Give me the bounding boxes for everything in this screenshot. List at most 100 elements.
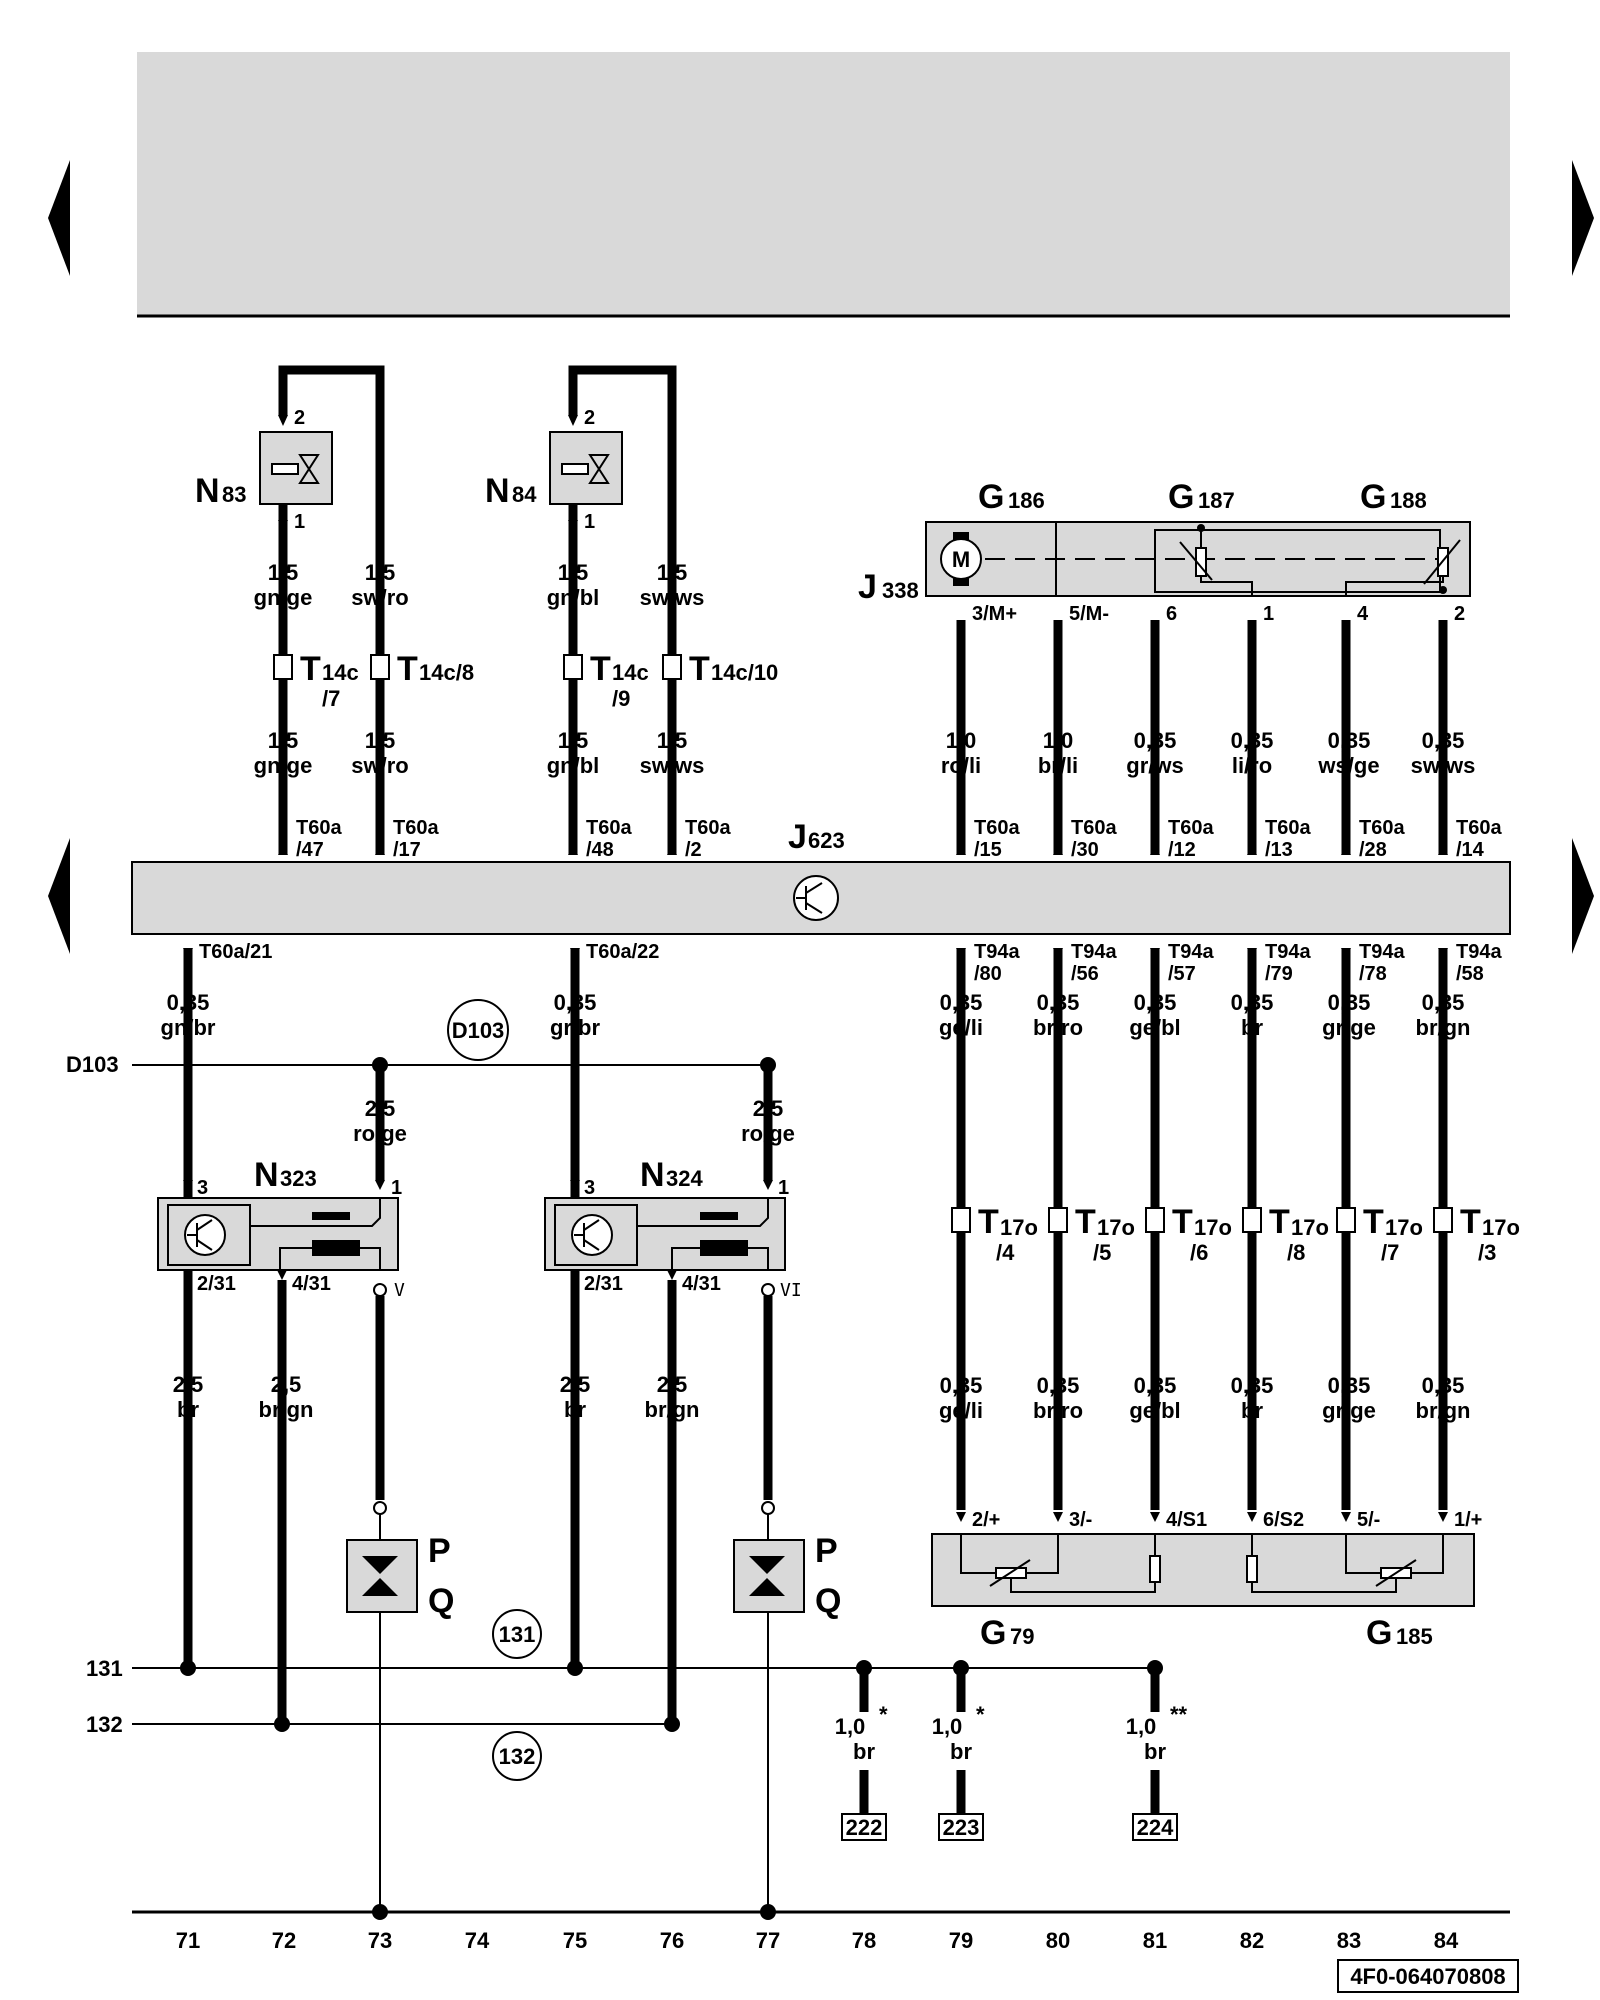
svg-text:1: 1: [391, 1177, 402, 1199]
wire-color: sw/ws: [1411, 753, 1476, 778]
ground-point-223[interactable]: [938, 1813, 984, 1841]
d103-rail: D103 D103 2,5 ro/ge 2,5 ro/ge: [66, 999, 795, 1180]
svg-text:ge/bl: ge/bl: [1129, 1015, 1180, 1040]
svg-text:/47: /47: [296, 839, 324, 861]
wire-size: 0,35: [167, 990, 210, 1015]
svg-text:76: 76: [660, 1928, 684, 1953]
svg-text:T60a: T60a: [296, 817, 342, 839]
svg-text:1,0: 1,0: [835, 1714, 866, 1739]
transistor-icon: [793, 875, 839, 921]
svg-text:73: 73: [368, 1928, 392, 1953]
right-top-wire-labels: 1,0 ro/li 1,0 br/li 0,35 gr/ws 0,35 li/r…: [941, 728, 1476, 778]
svg-text:br: br: [1144, 1739, 1166, 1764]
svg-text:T: T: [1363, 1203, 1384, 1241]
svg-text:/8: /8: [1287, 1240, 1305, 1265]
transistor-icon: [571, 1214, 613, 1256]
svg-text:T: T: [1075, 1203, 1096, 1241]
svg-text:T94a: T94a: [1071, 941, 1117, 963]
svg-text:/6: /6: [1190, 1240, 1208, 1265]
n84-label-sub: 84: [512, 482, 537, 507]
relay-coil-icon: [250, 1198, 381, 1270]
wire-color: gn/bl: [547, 753, 600, 778]
n84-pin-top: 2: [584, 407, 595, 429]
svg-text:1/+: 1/+: [1454, 1509, 1482, 1531]
wire-color: sw/ws: [640, 753, 705, 778]
upper-continuation-area: [137, 52, 1510, 316]
svg-text:T60a: T60a: [1071, 817, 1117, 839]
svg-text:T60a: T60a: [393, 817, 439, 839]
svg-text:Q: Q: [815, 1582, 841, 1620]
doc-reference: 4F0-064070808: [1350, 1964, 1505, 1989]
svg-text:0,35: 0,35: [940, 1373, 983, 1398]
connector-icon: [370, 654, 390, 680]
svg-text:80: 80: [1046, 1928, 1070, 1953]
connector-icon: [1242, 1207, 1262, 1233]
connector-label-sub: 14c: [322, 660, 359, 685]
pq-connector-1[interactable]: [346, 1539, 418, 1613]
svg-text:br: br: [1241, 1398, 1263, 1423]
svg-text:222: 222: [846, 1815, 883, 1840]
connector-icon: [1145, 1207, 1165, 1233]
connector-label: T: [397, 650, 418, 688]
prev-page-arrow-top[interactable]: [48, 160, 70, 276]
relay-coil-icon: [637, 1198, 769, 1270]
svg-text:0,35: 0,35: [1134, 990, 1177, 1015]
svg-text:/12: /12: [1168, 839, 1196, 861]
svg-text:T94a: T94a: [1168, 941, 1214, 963]
t17o-connectors: T 17o /4 T 17o /5 T 17o /6 T 17o /8 T 17…: [951, 1203, 1520, 1265]
pin-arrows-top: [278, 845, 1448, 855]
svg-text:ro/ge: ro/ge: [741, 1121, 795, 1146]
svg-text:224: 224: [1137, 1815, 1174, 1840]
wire-color: gr/ws: [1126, 753, 1183, 778]
d103-reference-circle: D103: [452, 1018, 505, 1043]
transistor-icon: [184, 1214, 226, 1256]
g79-g185-pedal-sender: 2/+ 3/- 4/S1 6/S2 5/- 1/+ G 79 G 185: [931, 1509, 1482, 1652]
n323-pin-roman: V: [394, 1280, 405, 1301]
svg-text:77: 77: [756, 1928, 780, 1953]
svg-text:2,5: 2,5: [657, 1372, 688, 1397]
next-page-arrow-middle[interactable]: [1572, 838, 1594, 954]
n324-label: N: [640, 1156, 665, 1194]
svg-text:/48: /48: [586, 839, 614, 861]
pq-connector-2[interactable]: [733, 1539, 805, 1613]
wire-color: gn/ge: [254, 753, 313, 778]
n323-label-sub: 323: [280, 1166, 317, 1191]
svg-text:2,5: 2,5: [753, 1096, 784, 1121]
motor-icon: M: [940, 532, 982, 586]
t94a-labels: T94a/80 T94a/56 T94a/57 T94a/79 T94a/78 …: [939, 941, 1502, 1040]
wire-size: 1,5: [365, 728, 396, 753]
connector-icon: [1048, 1207, 1068, 1233]
svg-text:gr/ge: gr/ge: [1322, 1015, 1376, 1040]
wire-color: sw/ws: [640, 585, 705, 610]
wire-size: 0,35: [1422, 728, 1465, 753]
svg-text:br: br: [1241, 1015, 1263, 1040]
svg-text:br: br: [950, 1739, 972, 1764]
prev-page-arrow-middle[interactable]: [48, 838, 70, 954]
n84-pin-bottom: 1: [584, 511, 595, 533]
g188-label-sub: 188: [1390, 488, 1427, 513]
pq-output-2: P Q: [733, 1532, 841, 1620]
svg-text:2,5: 2,5: [173, 1372, 204, 1397]
ground-point-224[interactable]: [1132, 1813, 1178, 1841]
svg-text:82: 82: [1240, 1928, 1264, 1953]
j338-pin: 3/M+: [972, 603, 1017, 625]
ground-point-222[interactable]: [841, 1813, 887, 1841]
j623-label-sub: 623: [808, 828, 845, 853]
svg-text:T60a: T60a: [1359, 817, 1405, 839]
d103-rail-label: D103: [66, 1052, 119, 1077]
svg-text:2,5: 2,5: [271, 1372, 302, 1397]
svg-text:2,5: 2,5: [365, 1096, 396, 1121]
next-page-arrow-top[interactable]: [1572, 160, 1594, 276]
rail-132-reference: 132: [499, 1744, 536, 1769]
svg-text:/30: /30: [1071, 839, 1099, 861]
n324-pin-roman: VI: [780, 1280, 802, 1301]
svg-text:T60a: T60a: [1265, 817, 1311, 839]
j338-pins: 3/M+ 5/M- 6 1 4 2: [972, 603, 1465, 625]
svg-text:br: br: [177, 1397, 199, 1422]
svg-text:/2: /2: [685, 839, 702, 861]
svg-text:6/S2: 6/S2: [1263, 1509, 1304, 1531]
svg-text:br/gn: br/gn: [1416, 1398, 1471, 1423]
g79-label: G: [980, 1614, 1006, 1652]
svg-text:P: P: [428, 1532, 451, 1570]
svg-text:3: 3: [197, 1177, 208, 1199]
